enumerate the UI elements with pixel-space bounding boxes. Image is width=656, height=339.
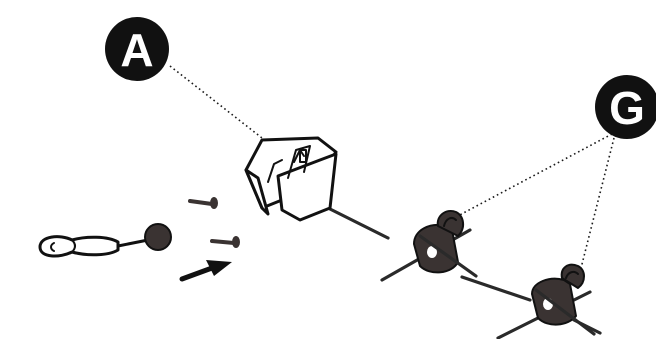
screw-upper	[188, 197, 218, 209]
callout-a-label: A	[120, 24, 153, 76]
screwdriver	[38, 223, 172, 258]
screw-lower	[210, 236, 240, 248]
hose-clip-1	[380, 210, 478, 282]
hose-clip-2	[496, 263, 596, 339]
wall-bracket	[244, 136, 338, 222]
direction-arrow	[179, 260, 232, 282]
leader-line-g-2	[579, 137, 615, 273]
callout-g-circle	[595, 75, 656, 139]
callout-g: G	[595, 75, 656, 139]
leader-line-g-1	[453, 133, 613, 219]
leader-line-a	[169, 65, 263, 139]
callout-g-label: G	[609, 82, 645, 134]
callout-a: A	[105, 17, 169, 81]
callout-a-circle	[105, 17, 169, 81]
